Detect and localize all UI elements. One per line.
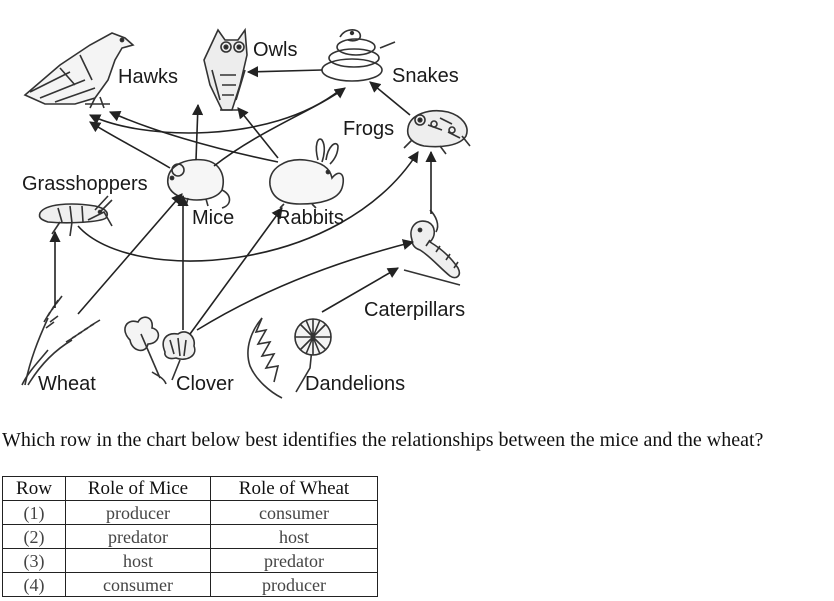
wheat-illustration [21, 295, 101, 386]
header-role-of-mice: Role of Mice [65, 476, 211, 501]
row-number: (2) [2, 524, 66, 549]
role-of-wheat-cell: consumer [210, 500, 378, 525]
label-dandelions: Dandelions [305, 373, 406, 395]
role-of-mice-cell: host [65, 548, 211, 573]
row-number: (4) [2, 572, 66, 597]
role-of-wheat-cell: producer [210, 572, 378, 597]
header-role-of-wheat: Role of Wheat [210, 476, 378, 501]
snake-illustration [321, 29, 396, 82]
arrows [49, 66, 437, 335]
table-row: (1) producer consumer [2, 500, 378, 525]
arrow-snakes-owls [246, 66, 323, 78]
arrow-rabbits-hawks [108, 111, 279, 163]
grasshopper-illustration [38, 195, 113, 237]
label-grasshoppers: Grasshoppers [22, 173, 148, 195]
table-row: (4) consumer producer [2, 572, 378, 597]
label-mice: Mice [192, 207, 235, 229]
table-row: (3) host predator [2, 548, 378, 573]
role-of-mice-cell: consumer [65, 572, 211, 597]
table-row: (2) predator host [2, 524, 378, 549]
owl-illustration [203, 27, 248, 111]
header-row: Row [2, 476, 66, 501]
arrow-frogs-snakes [369, 81, 411, 116]
label-hawks: Hawks [118, 66, 179, 88]
food-web-diagram [21, 27, 471, 399]
frog-illustration [403, 110, 471, 155]
arrow-dandelions-caterpillars [321, 267, 399, 313]
label-rabbits: Rabbits [276, 207, 344, 229]
arrow-grasshoppers-frogs [77, 151, 419, 262]
label-frogs: Frogs [343, 118, 395, 140]
role-of-wheat-cell: predator [210, 548, 378, 573]
rabbit-illustration [269, 138, 345, 209]
label-clover: Clover [176, 373, 234, 395]
label-snakes: Snakes [392, 65, 459, 87]
label-caterpillars: Caterpillars [364, 299, 466, 321]
arrow-mice-hawks [89, 121, 171, 169]
label-wheat: Wheat [38, 373, 96, 395]
arrow-clover-caterpillars [196, 239, 415, 331]
hawk-illustration [23, 32, 135, 109]
answer-table: Row Role of Mice Role of Wheat (1) produ… [2, 476, 378, 597]
row-number: (3) [2, 548, 66, 573]
arrow-clover-rabbits [189, 207, 283, 335]
arrow-rabbits-owls [237, 107, 279, 159]
arrow-snakes-hawks [88, 89, 341, 134]
role-of-mice-cell: producer [65, 500, 211, 525]
dandelion-illustration [247, 317, 332, 399]
role-of-mice-cell: predator [65, 524, 211, 549]
label-owls: Owls [253, 39, 298, 61]
question-text: Which row in the chart below best identi… [2, 429, 764, 451]
caterpillar-illustration [403, 209, 461, 286]
clover-illustration [124, 316, 196, 385]
table-header-row: Row Role of Mice Role of Wheat [2, 476, 378, 501]
role-of-wheat-cell: host [210, 524, 378, 549]
row-number: (1) [2, 500, 66, 525]
